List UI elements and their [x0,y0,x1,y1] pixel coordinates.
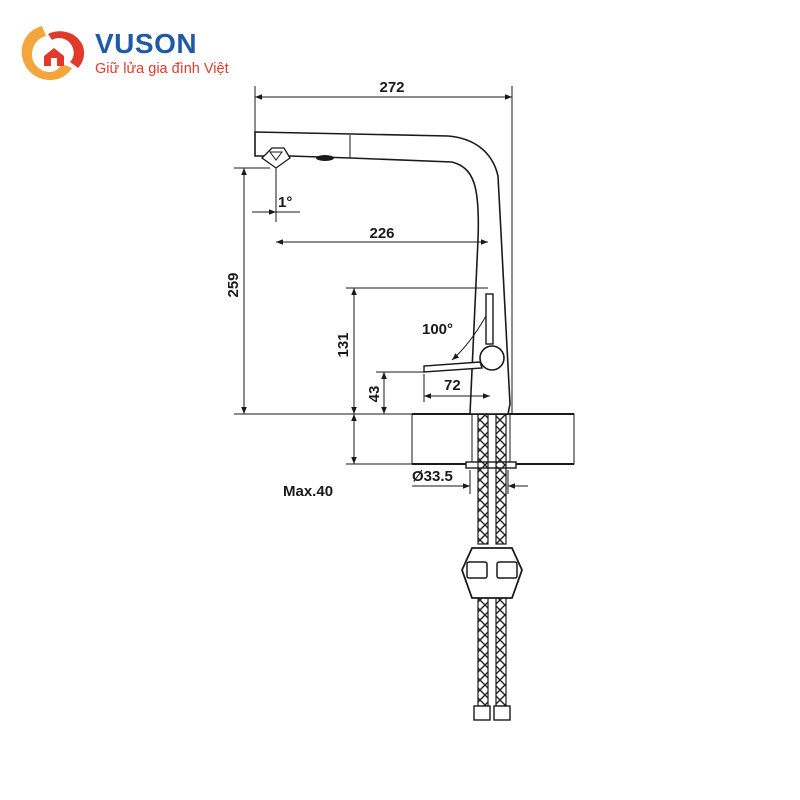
dim-lever-height: 131 [335,287,488,414]
dim-label-43: 43 [366,386,383,403]
dim-lever-length: 43 72 [366,371,490,414]
flame-house-icon [21,26,85,80]
dim-lever-angle: 100° [422,315,487,361]
dim-label-100deg: 100° [422,321,453,338]
dim-hole-diameter: Ø33.5 [412,468,528,494]
brand-logo [14,20,264,90]
brand-tagline: Giữ lửa gia đình Việt [95,61,229,77]
faucet-lever [423,293,505,373]
dim-spout-angle: 1° [252,168,300,222]
dim-label-max40: Max.40 [283,483,333,500]
mounting-flange [465,461,517,469]
dim-label-272: 272 [379,79,404,96]
dim-overall-width: 272 [254,79,513,414]
dim-label-259: 259 [225,272,242,297]
dim-label-1deg: 1° [278,194,292,211]
dim-max-thickness: Max.40 [283,414,412,500]
supply-hoses [461,413,523,721]
dim-label-226: 226 [369,225,394,242]
brand-name: VUSON [95,28,198,59]
dim-spout-reach: 226 [276,225,488,245]
dim-total-height: 259 [225,167,412,415]
countertop [411,413,575,465]
dim-label-72: 72 [444,377,461,394]
dim-label-diameter: Ø33.5 [412,468,453,485]
dim-label-131: 131 [335,332,352,357]
